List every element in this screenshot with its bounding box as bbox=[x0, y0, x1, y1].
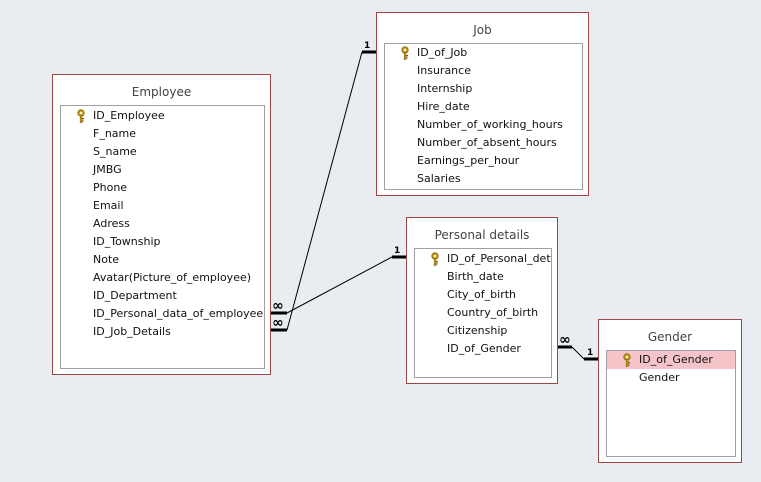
field-name: Number_of_working_hours bbox=[417, 118, 563, 131]
cardinality-one-label: 1 bbox=[394, 246, 400, 256]
field-name: ID_of_Gender bbox=[447, 342, 521, 355]
field-row[interactable]: Earnings_per_hour bbox=[385, 152, 582, 170]
field-name: Email bbox=[93, 199, 124, 212]
field-name: Note bbox=[93, 253, 120, 266]
field-name: Hire_date bbox=[417, 100, 470, 113]
field-list[interactable]: ID_of_Gender Gender bbox=[606, 350, 736, 457]
field-list[interactable]: ID_of_Personal_deta Birth_date City_of_b… bbox=[414, 248, 552, 378]
field-name: F_name bbox=[93, 127, 137, 140]
table-title[interactable]: Job bbox=[473, 23, 492, 37]
table-employee[interactable]: Employee ID_Employee F_name S_name JMBG … bbox=[52, 74, 271, 375]
cardinality-many-label: ∞ bbox=[559, 332, 571, 348]
field-row[interactable]: Birth_date bbox=[415, 268, 551, 286]
field-row[interactable]: Phone bbox=[61, 179, 264, 197]
field-list[interactable]: ID_of_Job Insurance Internship Hire_date… bbox=[384, 43, 583, 190]
field-row[interactable]: ID_Employee bbox=[61, 107, 264, 125]
field-name: Phone bbox=[93, 181, 128, 194]
field-name: Adress bbox=[93, 217, 130, 230]
field-row[interactable]: Adress bbox=[61, 215, 264, 233]
field-row[interactable]: ID_Job_Details bbox=[61, 323, 264, 341]
table-gender[interactable]: Gender ID_of_Gender Gender bbox=[598, 319, 742, 463]
field-name: Citizenship bbox=[447, 324, 508, 337]
table-title[interactable]: Employee bbox=[131, 85, 192, 99]
field-row[interactable]: ID_of_Gender bbox=[415, 340, 551, 358]
field-row[interactable]: ID_Personal_data_of_employee bbox=[61, 305, 264, 323]
cardinality-one-label: 1 bbox=[364, 41, 370, 51]
field-row[interactable]: Citizenship bbox=[415, 322, 551, 340]
field-row[interactable]: Hire_date bbox=[385, 98, 582, 116]
field-row[interactable]: JMBG bbox=[61, 161, 264, 179]
field-name: Avatar(Picture_of_employee) bbox=[93, 271, 252, 284]
field-name: Internship bbox=[417, 82, 473, 95]
field-name: ID_of_Personal_deta bbox=[447, 252, 552, 265]
field-row[interactable]: Number_of_working_hours bbox=[385, 116, 582, 134]
field-row[interactable]: ID_Department bbox=[61, 287, 264, 305]
field-row[interactable]: Email bbox=[61, 197, 264, 215]
field-name: JMBG bbox=[93, 163, 122, 176]
field-row[interactable]: Number_of_absent_hours bbox=[385, 134, 582, 152]
field-name: ID_of_Job bbox=[417, 46, 468, 59]
field-row[interactable]: ID_of_Personal_deta bbox=[415, 250, 551, 268]
relationship-personal-details-gender[interactable] bbox=[558, 345, 598, 361]
table-job[interactable]: Job ID_of_Job Insurance Internship Hire_… bbox=[376, 12, 589, 196]
field-row[interactable]: Gender bbox=[607, 369, 735, 387]
relationship-employee-personal-details[interactable] bbox=[271, 255, 406, 315]
field-name: ID_Department bbox=[93, 289, 177, 302]
field-name: City_of_birth bbox=[447, 288, 517, 301]
field-name: Salaries bbox=[417, 172, 461, 185]
field-name: ID_Township bbox=[93, 235, 161, 248]
field-row[interactable]: City_of_birth bbox=[415, 286, 551, 304]
cardinality-one-label: 1 bbox=[587, 348, 593, 358]
key-icon bbox=[431, 252, 439, 266]
field-name: Number_of_absent_hours bbox=[417, 136, 557, 149]
key-icon bbox=[77, 109, 85, 123]
key-icon bbox=[401, 46, 409, 60]
field-row[interactable]: Insurance bbox=[385, 62, 582, 80]
table-title[interactable]: Gender bbox=[647, 330, 693, 344]
field-name: Birth_date bbox=[447, 270, 504, 283]
field-row[interactable]: Avatar(Picture_of_employee) bbox=[61, 269, 264, 287]
field-name: Earnings_per_hour bbox=[417, 154, 520, 167]
cardinality-many-label: ∞ bbox=[272, 315, 284, 331]
field-row[interactable]: Internship bbox=[385, 80, 582, 98]
field-row[interactable]: ID_of_Job bbox=[385, 44, 582, 62]
table-personal-details[interactable]: Personal details ID_of_Personal_deta Bir… bbox=[406, 217, 558, 384]
field-list[interactable]: ID_Employee F_name S_name JMBG Phone Ema… bbox=[60, 105, 265, 369]
field-name: Insurance bbox=[417, 64, 471, 77]
relationship-employee-job[interactable] bbox=[271, 50, 376, 332]
field-row-selected[interactable]: ID_of_Gender bbox=[607, 351, 735, 369]
field-row[interactable]: Salaries bbox=[385, 170, 582, 188]
field-name: Country_of_birth bbox=[447, 306, 539, 319]
field-name: ID_Job_Details bbox=[93, 325, 171, 338]
field-row[interactable]: Note bbox=[61, 251, 264, 269]
field-row[interactable]: F_name bbox=[61, 125, 264, 143]
field-name: ID_Employee bbox=[93, 109, 165, 122]
field-name: Gender bbox=[639, 371, 680, 384]
cardinality-many-label: ∞ bbox=[272, 298, 284, 314]
field-name: S_name bbox=[93, 145, 137, 158]
field-row[interactable]: Country_of_birth bbox=[415, 304, 551, 322]
field-row[interactable]: ID_Township bbox=[61, 233, 264, 251]
key-icon bbox=[623, 353, 631, 367]
table-title[interactable]: Personal details bbox=[434, 228, 530, 242]
field-name: ID_Personal_data_of_employee bbox=[93, 307, 264, 320]
field-name: ID_of_Gender bbox=[639, 353, 713, 366]
field-row[interactable]: S_name bbox=[61, 143, 264, 161]
